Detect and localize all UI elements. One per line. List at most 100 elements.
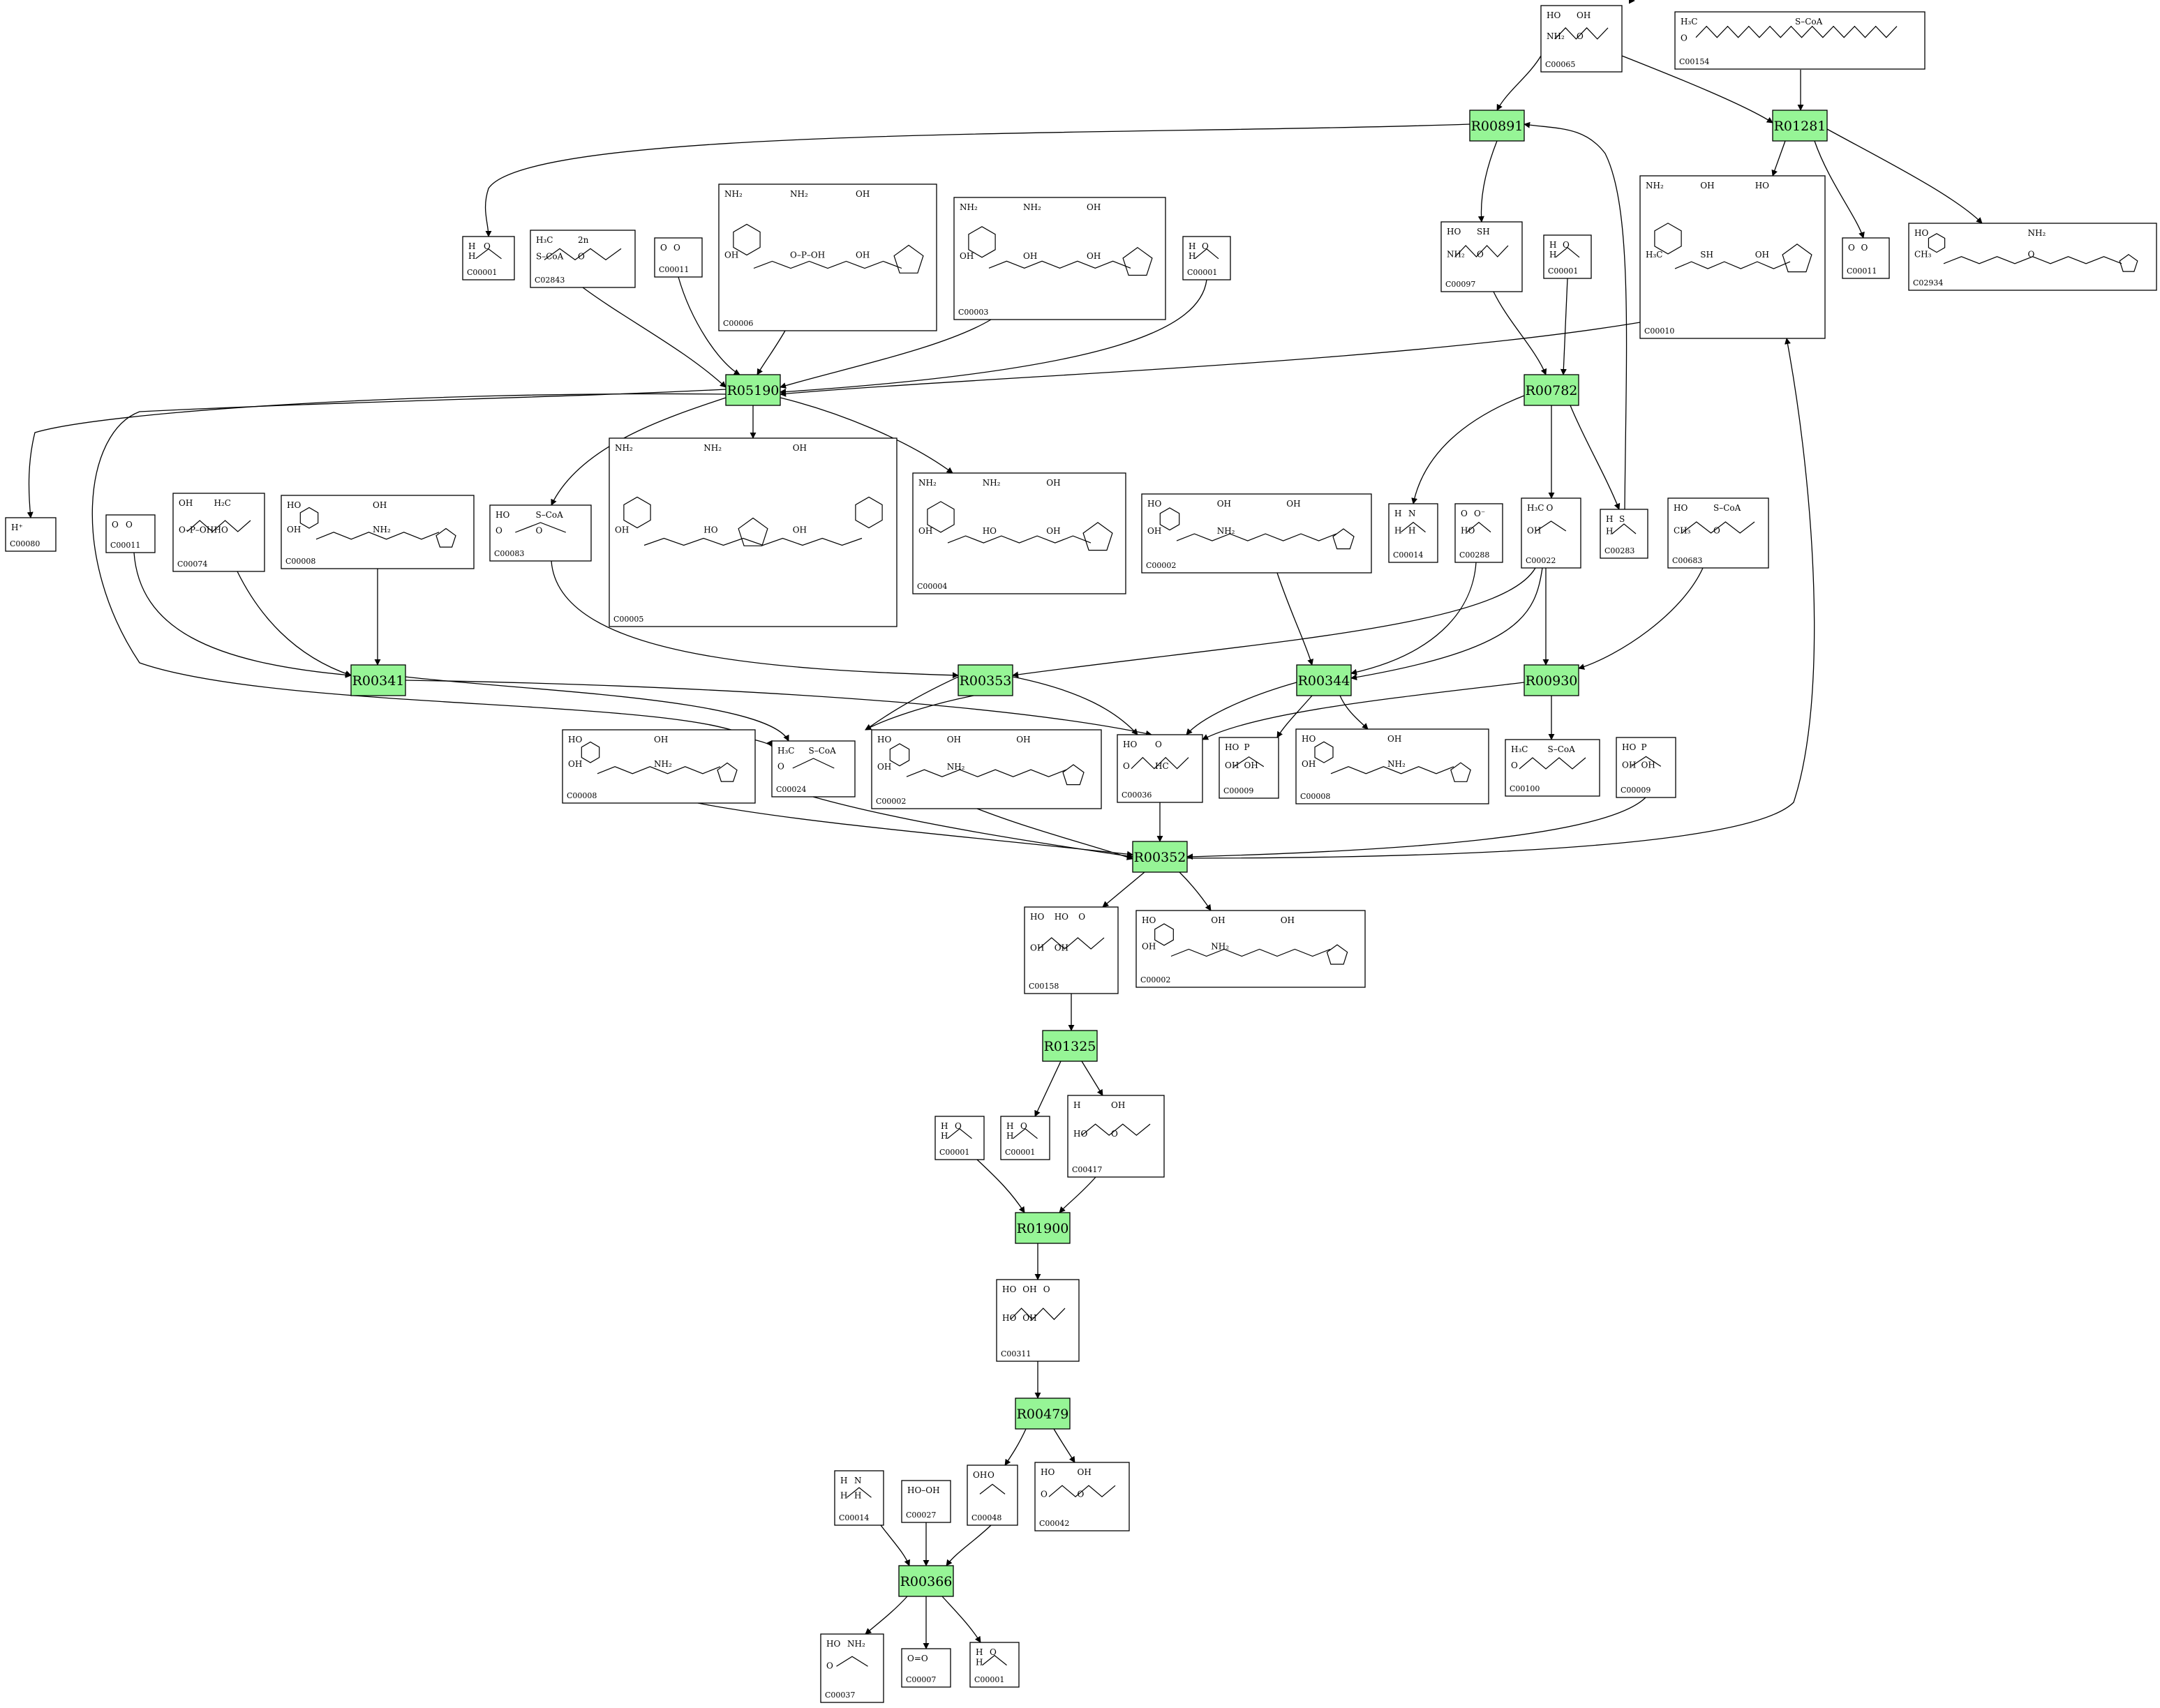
atom-label: H [1606,527,1613,537]
atom-label: OH [793,443,807,453]
reaction-R01900[interactable]: R01900 [1015,1212,1071,1244]
compound-id-label: C00027 [906,1511,936,1520]
atom-label: NH₂ [1447,250,1465,260]
compound-box [1000,1116,1050,1160]
reaction-box [1015,1398,1071,1430]
ring-glyph [581,741,600,763]
atom-label: OH [1111,1100,1125,1110]
reaction-R01281[interactable]: R01281 [1772,110,1828,142]
atom-label: H [468,241,475,251]
bond-glyph [643,537,863,546]
atom-label: H [976,1647,983,1657]
compound-box [1182,236,1231,280]
bond-glyph [1535,520,1567,532]
compound-box [654,237,703,278]
atom-label: OH [1022,1284,1036,1294]
reaction-R05190[interactable]: R05190 [725,374,781,406]
compound-box [1639,175,1826,339]
reaction-R00341[interactable]: R00341 [350,664,406,696]
reaction-R00344[interactable]: R00344 [1296,664,1352,696]
edge-14 [780,322,1641,397]
compound-box [1543,234,1592,279]
edge-56 [1081,1061,1103,1096]
atom-label: OH [1046,526,1060,536]
atom-label: H⁺ [11,523,23,532]
ring-glyph [1654,223,1682,255]
reaction-R00366[interactable]: R00366 [898,1565,954,1597]
reaction-R00782[interactable]: R00782 [1524,374,1579,406]
compound-id-label: C00011 [1847,267,1877,276]
compound-box [1067,1095,1165,1178]
atom-label: HO [1147,499,1161,509]
bond-glyph [1170,948,1331,957]
reaction-R00891[interactable]: R00891 [1469,110,1525,142]
compound-box [996,1279,1080,1362]
compound-C00080[interactable]: H⁺C00080 [5,517,57,552]
compound-id-label: C00022 [1526,556,1556,565]
reaction-R00353[interactable]: R00353 [958,664,1013,696]
reaction-R00479[interactable]: R00479 [1015,1398,1071,1430]
reaction-R00352[interactable]: R00352 [1132,841,1188,873]
reaction-R01325[interactable]: R01325 [1042,1030,1098,1062]
atom-label: O [660,243,667,253]
atom-label: HO [1914,228,1928,238]
compound-box [1219,737,1279,799]
edge-13 [780,279,1207,395]
compound-box [1842,237,1890,279]
atom-label: HO [1002,1313,1016,1323]
atom-label: O [484,241,491,251]
reaction-R00930[interactable]: R00930 [1524,664,1579,696]
reaction-box [1132,841,1188,873]
atom-label: OH [1225,761,1239,770]
atom-label: OH [1577,10,1591,20]
atom-label: NH₂ [847,1639,865,1649]
compound-id-label: C00037 [825,1691,855,1700]
